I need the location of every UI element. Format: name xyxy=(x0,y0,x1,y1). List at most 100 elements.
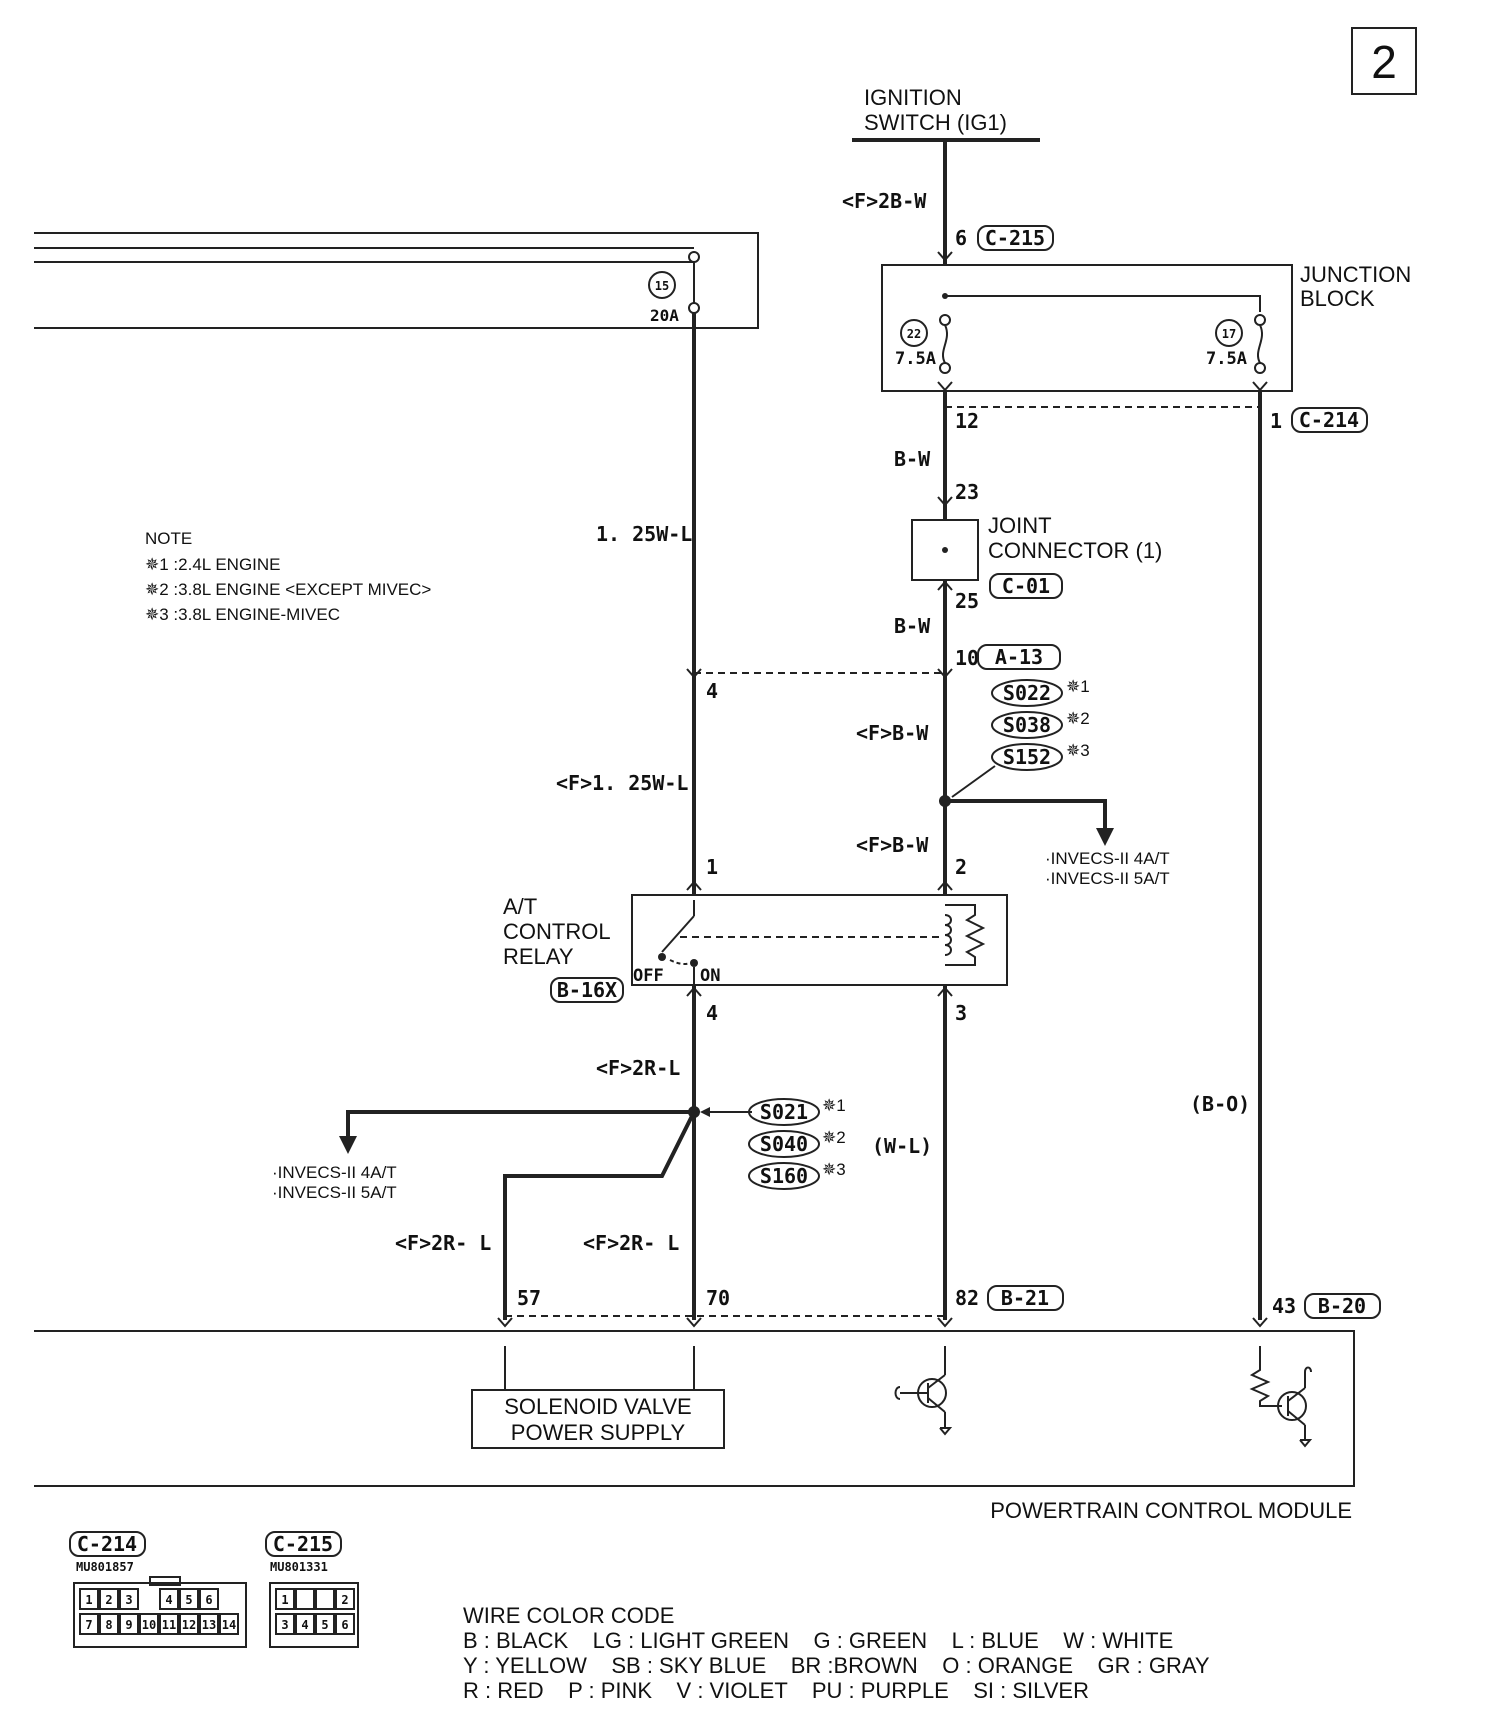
connector-cavity xyxy=(335,1613,355,1635)
connector-cavity-number: 7 xyxy=(85,1618,92,1632)
ignition-label-2: SWITCH (IG1) xyxy=(864,110,1007,135)
transistor-2-icon xyxy=(1249,1360,1313,1448)
pin-70: 70 xyxy=(706,1286,730,1310)
joint-connector-box xyxy=(911,519,979,581)
arrow-invecs-lower xyxy=(339,1136,357,1154)
connector-view-c215-part: MU801331 xyxy=(270,1560,328,1574)
invecs-lower-b: ·INVECS-II 5A/T xyxy=(272,1183,397,1202)
branch-to-pcm-57 xyxy=(503,1111,696,1320)
relay-box xyxy=(631,894,1008,986)
relay-coil xyxy=(944,914,952,956)
pin-6: 6 xyxy=(955,226,967,250)
joint-code: C-01 xyxy=(1002,574,1050,598)
connector-cavity-number: 6 xyxy=(341,1618,348,1632)
relay-label-3: RELAY xyxy=(503,944,574,969)
connector-cavity xyxy=(159,1613,179,1635)
relay-on-contact xyxy=(690,959,698,967)
splice-s038: S038 xyxy=(1003,713,1051,737)
connector-cavity-number: 3 xyxy=(281,1618,288,1632)
wire-label-fbw-2: <F>B-W xyxy=(856,833,929,857)
connector-cavity xyxy=(99,1613,119,1635)
splice-s038-mark: ✵2 xyxy=(1066,709,1090,728)
relay-label-1: A/T xyxy=(503,894,537,919)
fuse-17-top-terminal xyxy=(1254,314,1266,326)
fuse-22-link xyxy=(942,324,948,364)
pin-23: 23 xyxy=(955,480,979,504)
pin-4-relay: 4 xyxy=(706,1001,718,1025)
fuse-17-link xyxy=(1257,324,1263,364)
wire-label-125wl: 1. 25W-L xyxy=(596,522,692,546)
transistor-1-icon xyxy=(894,1374,953,1436)
splice-s022-mark: ✵1 xyxy=(1066,677,1090,696)
wire-label-f125wl: <F>1. 25W-L xyxy=(556,771,688,795)
a13-tag-box xyxy=(977,644,1061,670)
color-code-row-1: B : BLACK LG : LIGHT GREEN G : GREEN L :… xyxy=(463,1628,1173,1653)
relay-resistor xyxy=(945,904,986,966)
fuse-22-rating: 7.5A xyxy=(895,349,936,369)
color-code-row-2: Y : YELLOW SB : SKY BLUE BR :BROWN O : O… xyxy=(463,1653,1210,1678)
connector-cavity xyxy=(159,1588,179,1610)
solenoid-box xyxy=(471,1389,725,1449)
splice-s021: S021 xyxy=(760,1100,808,1124)
fuse-22-number: 22 xyxy=(907,327,921,341)
wire-label-bw-1: B-W xyxy=(894,447,931,471)
connector-cavity xyxy=(275,1588,295,1610)
b21-tag-box xyxy=(987,1285,1064,1311)
connector-cavity-number: 1 xyxy=(85,1593,92,1607)
connector-cavity xyxy=(179,1588,199,1610)
note-title: NOTE xyxy=(145,529,192,548)
connector-cavity xyxy=(99,1588,119,1610)
joint-code-box xyxy=(989,573,1063,599)
solenoid-label-2: POWER SUPPLY xyxy=(511,1420,686,1445)
pin-3-relay: 3 xyxy=(955,1001,967,1025)
invecs-lower-a: ·INVECS-II 4A/T xyxy=(272,1163,397,1182)
splice-s022: S022 xyxy=(1003,681,1051,705)
junction-label-1: JUNCTION xyxy=(1300,262,1411,287)
splice-s040-oval xyxy=(748,1130,820,1158)
fuse-15-number: 15 xyxy=(655,279,669,293)
pin-2-relay: 2 xyxy=(955,855,967,879)
pcm-box xyxy=(34,1330,1355,1487)
fuse-15-bottom-terminal xyxy=(688,302,700,314)
arrow-invecs-upper xyxy=(1096,828,1114,846)
connector-cavity-number: 11 xyxy=(162,1618,176,1632)
connector-cavity-number: 5 xyxy=(185,1593,192,1607)
note-line-2: ✵2 :3.8L ENGINE <EXCEPT MIVEC> xyxy=(145,580,431,599)
pcm-label: POWERTRAIN CONTROL MODULE xyxy=(990,1498,1352,1523)
connector-cavity-number: 4 xyxy=(301,1618,308,1632)
wire-label-bo: (B-O) xyxy=(1190,1092,1250,1116)
connector-cavity xyxy=(219,1613,239,1635)
wire-label-2bw: <F>2B-W xyxy=(842,189,927,213)
wire-label-bw-2: B-W xyxy=(894,614,931,638)
page-number-box xyxy=(1351,27,1417,95)
c215-tag-box xyxy=(977,225,1054,251)
relay-on-label: ON xyxy=(700,966,720,986)
fuse-15-number-circle xyxy=(648,271,676,299)
relay-switch-arm xyxy=(661,915,695,953)
connector-view-c215-code: C-215 xyxy=(273,1532,333,1556)
relay-off-contact xyxy=(658,953,666,961)
connector-cavity xyxy=(295,1613,315,1635)
fuse-22-bottom-terminal xyxy=(939,362,951,374)
connector-cavity xyxy=(199,1613,219,1635)
invecs-upper-a: ·INVECS-II 4A/T xyxy=(1045,849,1170,868)
note-line-3: ✵3 :3.8L ENGINE-MIVEC xyxy=(145,605,340,624)
splice-pointer-lower-head xyxy=(700,1107,710,1117)
pin-43: 43 xyxy=(1272,1294,1296,1318)
wire-label-f2rl-3: <F>2R- L xyxy=(583,1231,679,1255)
branch-to-invecs-upper xyxy=(945,799,1107,830)
connector-cavity-number: 2 xyxy=(105,1593,112,1607)
connector-cavity xyxy=(119,1613,139,1635)
pin-10: 10 xyxy=(955,646,979,670)
wire-label-wl: (W-L) xyxy=(872,1134,932,1158)
pin-1-relay: 1 xyxy=(706,855,718,879)
connector-c215-tag: C-215 xyxy=(985,226,1045,250)
splice-s021-oval xyxy=(748,1098,820,1126)
b20-tag-box xyxy=(1304,1293,1381,1319)
cv-c214-tag-box xyxy=(69,1531,146,1557)
color-code-title: WIRE COLOR CODE xyxy=(463,1603,674,1628)
connector-b20-tag: B-20 xyxy=(1318,1294,1366,1318)
connector-cavity-number: 4 xyxy=(165,1593,172,1607)
